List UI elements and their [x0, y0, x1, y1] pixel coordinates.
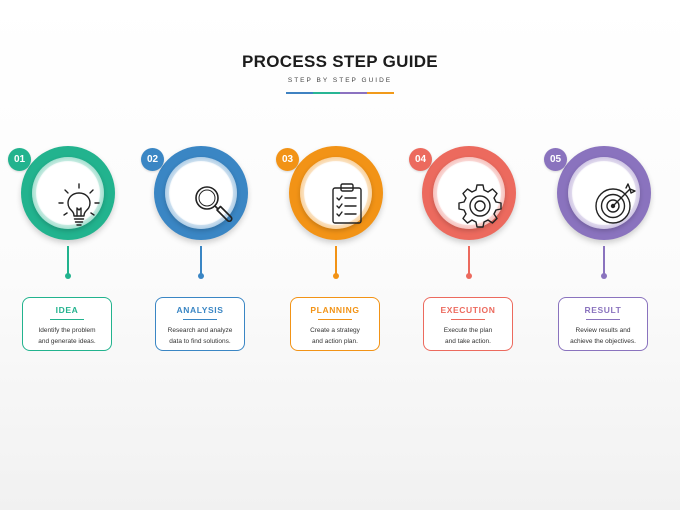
step-title-underline [451, 319, 485, 320]
header: PROCESS STEP GUIDE STEP BY STEP GUIDE [0, 52, 680, 94]
step-connector-dot [333, 273, 339, 279]
lightbulb-icon [54, 179, 104, 229]
step-description-line-2: and take action. [445, 338, 491, 345]
step-number-badge: 03 [276, 148, 299, 171]
step-number-badge: 02 [141, 148, 164, 171]
page-subtitle: STEP BY STEP GUIDE [287, 77, 393, 84]
step-card: RESULT Review results and achieve the ob… [558, 297, 648, 351]
step-title: RESULT [584, 305, 622, 315]
step-card: PLANNING Create a strategy and action pl… [290, 297, 380, 351]
step-ring-inner [165, 157, 237, 229]
step-connector [200, 246, 202, 274]
underline-segment-1 [286, 92, 313, 94]
step-card: EXECUTION Execute the plan and take acti… [423, 297, 513, 351]
step-ring [154, 146, 248, 240]
step-description-line-1: Review results and [575, 327, 631, 334]
step-ring [21, 146, 115, 240]
step-connector [603, 246, 605, 274]
step-connector-dot [466, 273, 472, 279]
step-connector-dot [198, 273, 204, 279]
step-description-line-2: achieve the objectives. [570, 338, 636, 345]
step-description: Identify the problem and generate ideas. [23, 325, 111, 347]
step-description-line-2: data to find solutions. [169, 338, 231, 345]
step-description-line-1: Identify the problem [38, 327, 96, 334]
step-ring-inner [32, 157, 104, 229]
underline-segment-3 [340, 92, 367, 94]
step-description-line-2: and action plan. [312, 338, 358, 345]
step-description-line-1: Create a strategy [310, 327, 360, 334]
step-description: Research and analyze data to find soluti… [156, 325, 244, 347]
step-title-underline [183, 319, 217, 320]
page-title: PROCESS STEP GUIDE [242, 52, 438, 71]
step-ring [557, 146, 651, 240]
step-description: Create a strategy and action plan. [291, 325, 379, 347]
step-card: IDEA Identify the problem and generate i… [22, 297, 112, 351]
step-card: ANALYSIS Research and analyze data to fi… [155, 297, 245, 351]
step-connector [468, 246, 470, 274]
step-number-badge: 04 [409, 148, 432, 171]
step-connector-dot [65, 273, 71, 279]
step-connector-dot [601, 273, 607, 279]
step-ring-inner [433, 157, 505, 229]
step-description-line-1: Execute the plan [443, 327, 493, 334]
clipboard-icon [322, 179, 372, 229]
step-title: IDEA [55, 305, 79, 315]
step-title-underline [318, 319, 352, 320]
step-description: Review results and achieve the objective… [559, 325, 647, 347]
step-description: Execute the plan and take action. [424, 325, 512, 347]
step-connector [67, 246, 69, 274]
step-title-underline [50, 319, 84, 320]
step-title-underline [586, 319, 620, 320]
target-icon [590, 179, 640, 229]
gear-icon [455, 179, 505, 229]
step-description-line-2: and generate ideas. [38, 338, 96, 345]
step-description-line-1: Research and analyze [167, 327, 233, 334]
step-ring-inner [300, 157, 372, 229]
step-ring [422, 146, 516, 240]
magnifier-icon [187, 179, 237, 229]
step-number-badge: 01 [8, 148, 31, 171]
underline-segment-4 [367, 92, 394, 94]
step-title: PLANNING [310, 305, 360, 315]
step-ring [289, 146, 383, 240]
step-title: EXECUTION [440, 305, 496, 315]
underline-segment-2 [313, 92, 340, 94]
step-title: ANALYSIS [176, 305, 224, 315]
step-connector [335, 246, 337, 274]
step-number-badge: 05 [544, 148, 567, 171]
step-ring-inner [568, 157, 640, 229]
title-underline [286, 92, 394, 94]
